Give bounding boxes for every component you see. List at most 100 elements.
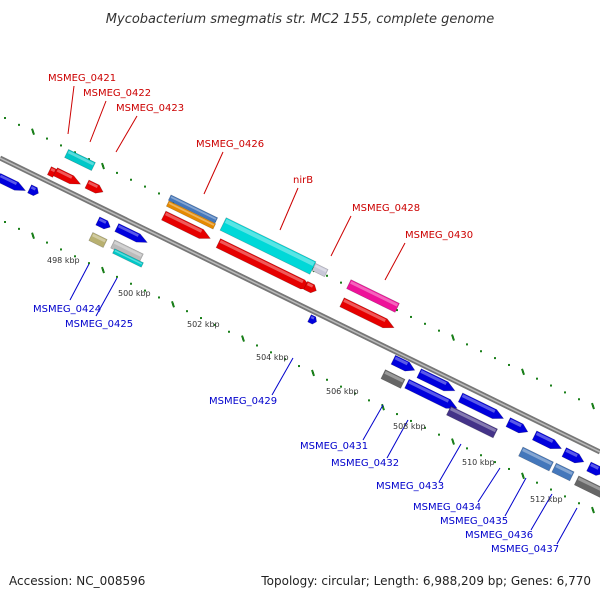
tick-dot [88,158,90,161]
tick-dot [18,123,20,126]
tick-dot [508,363,510,366]
gene-glyph[interactable] [446,405,498,439]
gene-glyph[interactable] [505,417,530,437]
tick-dot [130,178,132,181]
gene-glyph[interactable] [165,200,217,230]
tick-dot [158,296,160,299]
gene-label[interactable]: MSMEG_0435 [440,516,508,527]
tick-dot [326,378,328,381]
leader-line [556,507,578,545]
gene-glyph[interactable] [303,280,319,294]
gene-label[interactable]: MSMEG_0428 [352,203,420,214]
gene-glyph[interactable] [88,232,108,248]
gene-glyph[interactable] [390,354,417,375]
tick-dot [74,255,76,258]
gene-glyph[interactable] [561,447,586,467]
scale-label: 502 kbp [187,320,220,329]
gene-glyph[interactable] [46,166,58,178]
tick-dot [494,357,496,360]
gene-glyph[interactable] [167,194,219,224]
gene-label[interactable]: MSMEG_0430 [405,230,473,241]
gene-glyph-highlight [343,299,386,323]
tick-mark [171,301,175,308]
gene-label[interactable]: MSMEG_0421 [48,73,116,84]
accession-text: Accession: NC_008596 [9,574,145,588]
tick-dot [158,192,160,195]
tick-mark [591,402,595,410]
scale-label: 506 kbp [326,387,359,396]
gene-label[interactable]: MSMEG_0422 [83,88,151,99]
backbone [0,155,600,455]
gene-glyph[interactable] [114,223,149,246]
gene-glyph[interactable] [0,172,27,194]
gene-glyph-highlight [350,280,399,307]
tick-dot [116,171,118,174]
gene-label[interactable]: MSMEG_0432 [331,458,399,469]
gene-label[interactable]: MSMEG_0424 [33,304,101,315]
leader-line [271,357,294,396]
tick-mark [451,438,455,445]
gene-label[interactable]: MSMEG_0426 [196,139,264,150]
tick-dot [60,144,62,147]
tick-dot [74,151,76,154]
gene-glyph[interactable] [416,368,457,396]
gene-glyph-highlight [314,264,327,273]
gene-label[interactable]: nirB [293,175,313,186]
gene-glyph[interactable] [311,262,329,278]
gene-glyph[interactable] [307,314,319,326]
gene-label[interactable]: MSMEG_0436 [465,530,533,541]
scale-label: 508 kbp [393,422,426,431]
tick-dot [4,117,6,119]
gene-label[interactable]: MSMEG_0423 [116,103,184,114]
gene-label[interactable]: MSMEG_0437 [491,544,559,555]
gene-glyph[interactable] [84,179,105,196]
tick-dot [550,488,552,491]
gene-glyph-highlight [522,448,553,466]
tick-dot [396,413,398,416]
gene-glyph[interactable] [380,369,406,389]
gene-label[interactable]: MSMEG_0433 [376,481,444,492]
tick-dot [46,241,48,244]
tick-dot [144,289,146,292]
gene-glyph[interactable] [95,216,113,231]
gene-label[interactable]: MSMEG_0434 [413,502,481,513]
leader-line [362,404,384,441]
scale-label: 498 kbp [47,256,80,265]
tick-dot [424,322,426,325]
gene-glyph[interactable] [339,297,396,333]
gene-glyph-highlight [50,167,56,173]
leader-line [67,85,75,135]
gene-glyph[interactable] [219,217,317,275]
gene-glyph[interactable] [161,210,212,243]
gene-glyph[interactable] [531,430,563,453]
gene-glyph-highlight [565,449,578,458]
gene-glyph[interactable] [346,279,400,313]
gene-label[interactable]: MSMEG_0429 [209,396,277,407]
gene-glyph[interactable] [457,392,506,423]
tick-dot [564,391,566,394]
gene-glyph[interactable] [53,167,82,188]
gene-glyph[interactable] [64,148,96,172]
gene-glyph-highlight [420,370,447,386]
leader-line [279,187,299,231]
scale-label: 504 kbp [256,353,289,362]
gene-glyph[interactable] [573,475,600,499]
gene-label[interactable]: MSMEG_0425 [65,319,133,330]
leader-line [330,215,352,257]
topology-text: Topology: circular; Length: 6,988,209 bp… [260,574,591,588]
tick-mark [31,232,35,240]
gene-glyph-highlight [67,150,95,166]
gene-glyph-highlight [408,380,450,403]
gene-glyph[interactable] [27,184,41,197]
tick-dot [466,343,468,346]
tick-mark [521,368,525,376]
gene-glyph[interactable] [551,462,575,482]
gene-glyph-highlight [224,219,315,266]
tick-mark [451,334,455,341]
gene-glyph-highlight [394,356,409,366]
gene-glyph[interactable] [112,248,144,268]
scale-label: 512 kbp [530,495,563,504]
gene-label[interactable]: MSMEG_0431 [300,441,368,452]
tick-dot [200,317,202,320]
gene-glyph[interactable] [518,446,554,472]
